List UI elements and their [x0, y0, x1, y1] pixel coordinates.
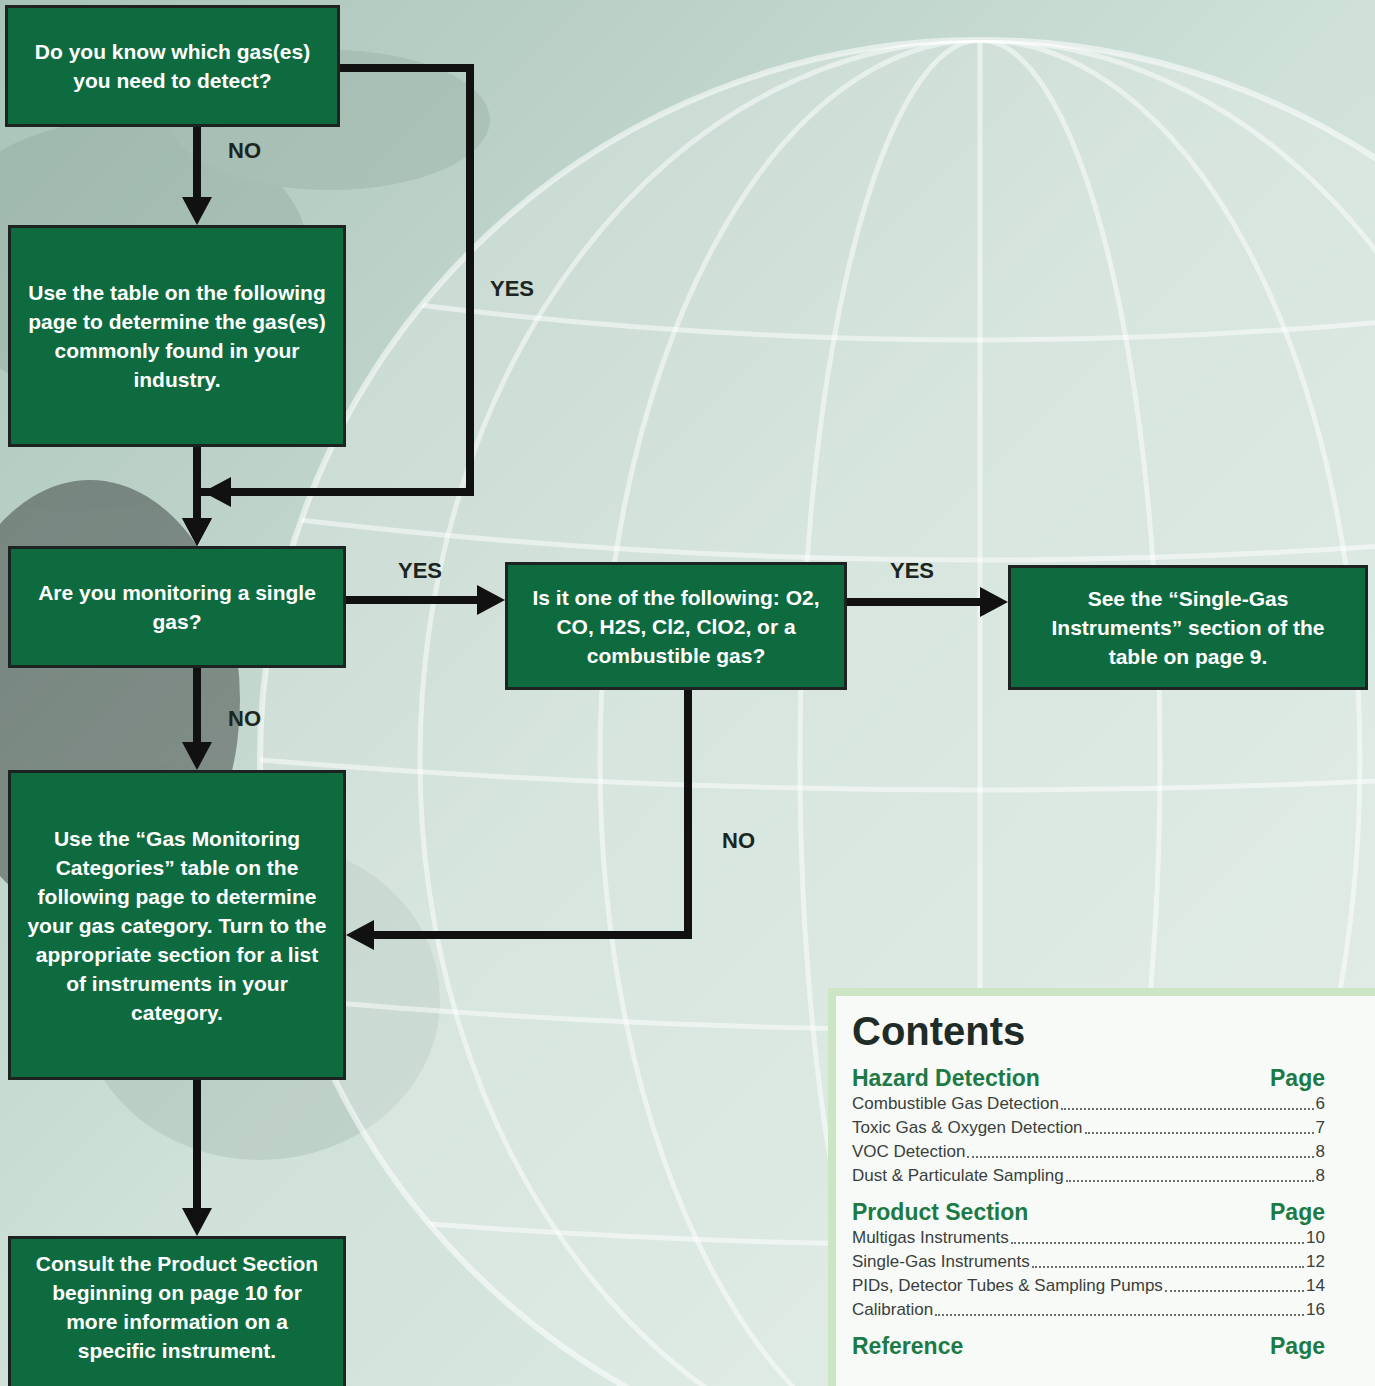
flow-arrow	[847, 587, 1008, 617]
dot-leader	[1061, 1108, 1314, 1110]
dot-leader	[1032, 1266, 1304, 1268]
page-number: 8	[1316, 1164, 1325, 1188]
contents-entry: Calibration	[852, 1298, 933, 1322]
contents-item-row: Combustible Gas Detection 6	[852, 1092, 1325, 1116]
edge-label: YES	[890, 558, 934, 584]
contents-item-row: VOC Detection 8	[852, 1140, 1325, 1164]
flow-arrow	[182, 668, 212, 770]
dot-leader	[967, 1156, 1313, 1158]
connector-line	[346, 596, 481, 604]
process-box: Use the “Gas Monitoring Categories” tabl…	[8, 770, 346, 1080]
edge-label: YES	[398, 558, 442, 584]
contents-entry: Dust & Particulate Sampling	[852, 1164, 1064, 1188]
flow-arrow	[346, 690, 688, 950]
contents-entry: Single-Gas Instruments	[852, 1250, 1030, 1274]
contents-item-row: Multigas Instruments 10	[852, 1226, 1325, 1250]
arrowhead	[477, 585, 505, 615]
flow-arrow	[182, 127, 212, 225]
arrowhead	[182, 518, 212, 546]
step-text: See the “Single-Gas Instruments” section…	[1025, 584, 1351, 671]
contents-section-row: Product Section Page	[852, 1198, 1325, 1226]
arrowhead	[182, 1208, 212, 1236]
process-box: Use the table on the following page to d…	[8, 225, 346, 447]
globe-parallel	[380, 300, 1375, 340]
connector-line	[193, 668, 201, 746]
edge-label: NO	[228, 138, 261, 164]
page-number: 10	[1306, 1226, 1325, 1250]
flow-arrow	[346, 585, 505, 615]
page-number: 14	[1306, 1274, 1325, 1298]
contents-entry: Multigas Instruments	[852, 1226, 1009, 1250]
section-heading: Reference	[852, 1332, 963, 1360]
page-number: 7	[1316, 1116, 1325, 1140]
page-number: 16	[1306, 1298, 1325, 1322]
page-column-heading: Page	[1270, 1064, 1325, 1092]
step-text: Consult the Product Section beginning on…	[25, 1249, 329, 1365]
step-text: Is it one of the following: O2, CO, H2S,…	[522, 583, 830, 670]
contents-section-row: Hazard Detection Page	[852, 1064, 1325, 1092]
edge-label: NO	[228, 706, 261, 732]
step-text: Use the table on the following page to d…	[25, 278, 329, 394]
page-column-heading: Page	[1270, 1332, 1325, 1360]
contents-entry: Toxic Gas & Oxygen Detection	[852, 1116, 1083, 1140]
globe-grid	[260, 40, 1375, 1386]
junction-arrowhead	[203, 477, 231, 507]
arrowhead	[182, 518, 212, 546]
dot-leader	[1066, 1180, 1314, 1182]
section-heading: Product Section	[852, 1198, 1028, 1226]
connector-line	[193, 1080, 201, 1212]
process-box: Is it one of the following: O2, CO, H2S,…	[505, 562, 847, 690]
page-number: 12	[1306, 1250, 1325, 1274]
edge-label: NO	[722, 828, 755, 854]
globe-meridian	[420, 40, 1375, 1386]
page-number: 8	[1316, 1140, 1325, 1164]
dot-leader	[1011, 1242, 1304, 1244]
process-box: Consult the Product Section beginning on…	[8, 1236, 346, 1386]
contents-item-row: Single-Gas Instruments 12	[852, 1250, 1325, 1274]
globe-parallel	[300, 520, 1375, 560]
arrowhead	[182, 197, 212, 225]
process-box: See the “Single-Gas Instruments” section…	[1008, 565, 1368, 690]
contents-item-row: Toxic Gas & Oxygen Detection 7	[852, 1116, 1325, 1140]
section-heading: Hazard Detection	[852, 1064, 1040, 1092]
page-column-heading: Page	[1270, 1198, 1325, 1226]
contents-item-row: PIDs, Detector Tubes & Sampling Pumps 14	[852, 1274, 1325, 1298]
process-box: Do you know which gas(es) you need to de…	[5, 5, 340, 127]
dot-leader	[1085, 1132, 1314, 1134]
step-text: Use the “Gas Monitoring Categories” tabl…	[25, 824, 329, 1027]
connector-line	[193, 127, 201, 201]
contents-entry: PIDs, Detector Tubes & Sampling Pumps	[852, 1274, 1163, 1298]
step-text: Are you monitoring a single gas?	[25, 578, 329, 636]
contents-heading: Contents	[852, 1008, 1325, 1054]
globe-outline	[260, 40, 1375, 1386]
edge-label: YES	[490, 276, 534, 302]
connector-line	[370, 690, 688, 935]
connector-line	[847, 598, 984, 606]
contents-section-row: Reference Page	[852, 1332, 1325, 1360]
contents-entry: Combustible Gas Detection	[852, 1092, 1059, 1116]
arrowhead	[980, 587, 1008, 617]
page-number: 6	[1316, 1092, 1325, 1116]
dot-leader	[935, 1314, 1304, 1316]
flow-arrow	[182, 1080, 212, 1236]
contents-item-row: Dust & Particulate Sampling 8	[852, 1164, 1325, 1188]
globe-parallel	[260, 760, 1375, 790]
arrowhead	[182, 742, 212, 770]
arrowhead	[346, 920, 374, 950]
process-box: Are you monitoring a single gas?	[8, 546, 346, 668]
step-text: Do you know which gas(es) you need to de…	[22, 37, 323, 95]
contents-item-row: Calibration 16	[852, 1298, 1325, 1322]
contents-panel: ContentsHazard DetectionPageCombustible …	[828, 988, 1375, 1386]
contents-entry: VOC Detection	[852, 1140, 965, 1164]
dot-leader	[1165, 1290, 1304, 1292]
